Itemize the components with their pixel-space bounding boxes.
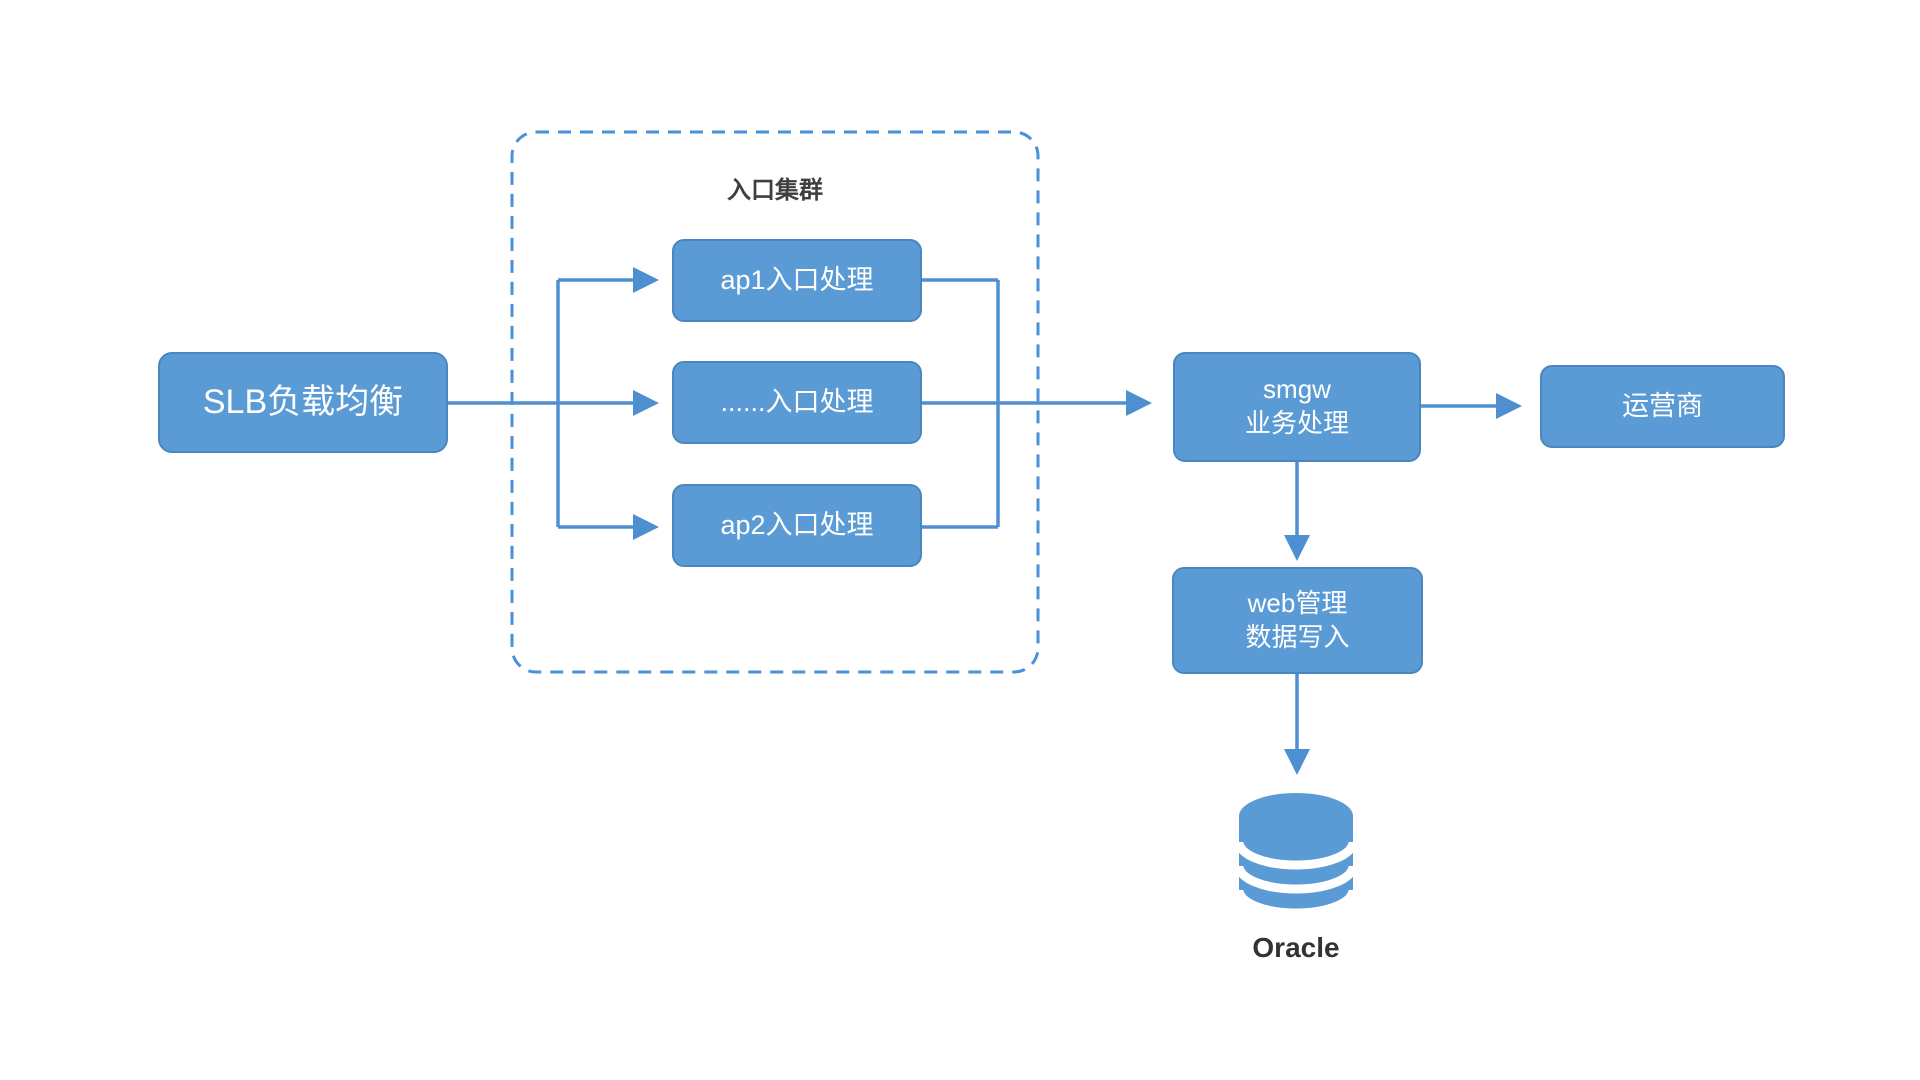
- node-smgw-line2: 业务处理: [1244, 408, 1349, 438]
- node-other-entry: ......入口处理: [672, 361, 922, 444]
- arrowhead-to-web: [1284, 535, 1310, 561]
- node-slb-load-balancer: SLB负载均衡: [158, 352, 448, 453]
- node-ap1-label: ap1入口处理: [720, 264, 874, 295]
- node-other-entry-label: ......入口处理: [720, 386, 874, 417]
- node-smgw-business: smgw 业务处理: [1173, 352, 1421, 462]
- arrowhead-to-carrier: [1496, 393, 1522, 419]
- node-web-line1: web管理: [1247, 587, 1348, 618]
- node-web-management: web管理 数据写入: [1172, 567, 1423, 674]
- arrowheads: [633, 267, 1522, 775]
- node-carrier-label: 运营商: [1622, 390, 1703, 421]
- arrowhead-to-mid: [633, 390, 659, 416]
- arrowhead-to-smgw: [1126, 390, 1152, 416]
- arrowhead-to-ap1: [633, 267, 659, 293]
- connector-lines: [447, 278, 1496, 749]
- node-smgw-line1: smgw: [1263, 374, 1331, 405]
- node-slb-label: SLB负载均衡: [202, 383, 404, 422]
- database-icon: [1234, 793, 1358, 918]
- oracle-label: Oracle: [1252, 932, 1340, 963]
- node-web-line2: 数据写入: [1245, 621, 1350, 652]
- node-ap1-entry: ap1入口处理: [672, 239, 922, 322]
- node-ap2-label: ap2入口处理: [720, 509, 874, 540]
- cluster-title: 入口集群: [727, 177, 823, 204]
- node-carrier: 运营商: [1540, 365, 1785, 448]
- arrowhead-to-ap2: [633, 514, 659, 540]
- arrowhead-to-oracle: [1284, 749, 1310, 775]
- node-ap2-entry: ap2入口处理: [672, 484, 922, 567]
